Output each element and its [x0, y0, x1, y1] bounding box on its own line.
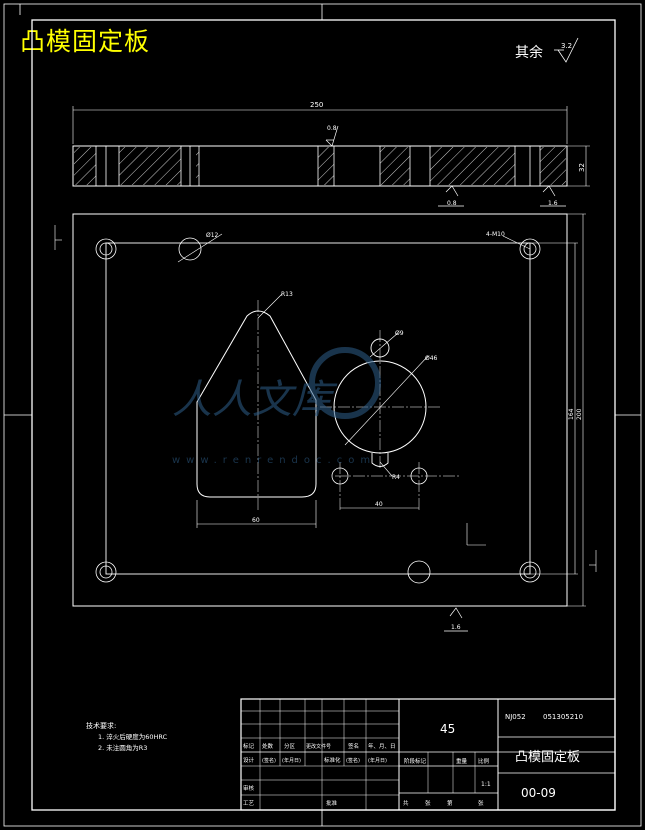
- plan-view: Ø12 4-M10 R13 Ø9 Ø46 R4 60 40 164 200 1.…: [54, 213, 597, 632]
- svg-text:工艺: 工艺: [243, 800, 255, 807]
- watermark-url: www.renrendoc.com: [172, 455, 376, 466]
- dim-r13: R13: [281, 291, 293, 298]
- svg-text:张: 张: [425, 799, 431, 807]
- dim-hole-callout: 4-M10: [486, 231, 505, 238]
- svg-text:年、月、日: 年、月、日: [368, 742, 396, 750]
- section-view: 250 32 0.8 0.8 1.6: [72, 101, 590, 207]
- svg-text:共: 共: [403, 799, 409, 807]
- title-block: [240, 698, 616, 811]
- svg-text:张: 张: [478, 799, 484, 807]
- dim-r4: R4: [392, 474, 400, 481]
- tb-drawing-no: 00-09: [521, 786, 556, 800]
- tech-item-2: 2. 未注圆角为R3: [98, 743, 147, 752]
- dim-d12: Ø12: [206, 232, 219, 239]
- roughness-other-symbol: 其余 3.2: [515, 37, 579, 63]
- svg-text:分区: 分区: [284, 742, 296, 750]
- dim-w40: 40: [375, 501, 383, 508]
- svg-text:(签名): (签名): [262, 757, 276, 764]
- dim-height-1: 164: [568, 408, 575, 420]
- tech-heading: 技术要求:: [86, 721, 116, 730]
- svg-text:更改文件号: 更改文件号: [306, 743, 331, 750]
- svg-text:(年月日): (年月日): [368, 757, 387, 764]
- svg-text:标记: 标记: [243, 742, 255, 750]
- tb-sheet-labels: 共 张 第 张: [403, 799, 484, 807]
- tb-scale: 1:1: [481, 781, 491, 788]
- roughness-other-label: 其余: [515, 44, 543, 61]
- svg-text:第: 第: [447, 799, 453, 807]
- dim-total-length: 250: [310, 101, 323, 109]
- watermark-text: 人人文库: [172, 377, 338, 423]
- roughness-mark-4: 1.6: [451, 624, 461, 631]
- svg-text:阶段标记: 阶段标记: [404, 757, 427, 765]
- svg-text:标准化: 标准化: [324, 756, 341, 764]
- svg-text:(年月日): (年月日): [282, 757, 301, 764]
- dim-height-2: 200: [576, 408, 583, 420]
- svg-text:重量: 重量: [456, 757, 468, 765]
- roughness-other-value: 3.2: [561, 42, 572, 50]
- dim-d46: Ø46: [425, 355, 438, 362]
- svg-text:批准: 批准: [326, 799, 338, 807]
- watermark: 人人文库 www.renrendoc.com: [172, 347, 381, 466]
- tech-item-1: 1. 淬火后硬度为60HRC: [98, 732, 168, 741]
- roughness-mark-2: 0.8: [447, 200, 457, 207]
- drawing-title: 凸模固定板: [20, 27, 151, 56]
- dim-w60: 60: [252, 517, 260, 524]
- tb-number: 051305210: [543, 713, 583, 721]
- dim-d9: Ø9: [395, 330, 404, 337]
- svg-text:比例: 比例: [478, 757, 490, 765]
- dim-thickness: 32: [578, 163, 586, 172]
- svg-text:处数: 处数: [262, 742, 274, 750]
- roughness-mark-3: 1.6: [548, 200, 558, 207]
- tb-part-name: 凸模固定板: [515, 750, 580, 765]
- svg-text:审核: 审核: [243, 784, 255, 792]
- tb-row-labels: 标记 处数 分区 更改文件号 签名 年、月、日 设计 (签名) (年月日) 标准…: [243, 742, 396, 807]
- svg-text:设计: 设计: [243, 756, 255, 764]
- tb-material: 45: [440, 722, 455, 736]
- roughness-mark-1: 0.8: [327, 125, 337, 132]
- svg-text:(签名): (签名): [346, 757, 360, 764]
- tb-code: NJ052: [505, 713, 526, 721]
- tech-requirements: 技术要求: 1. 淬火后硬度为60HRC 2. 未注圆角为R3: [86, 721, 168, 752]
- tb-stage-labels: 阶段标记 重量 比例: [404, 757, 490, 765]
- svg-text:签名: 签名: [348, 742, 359, 750]
